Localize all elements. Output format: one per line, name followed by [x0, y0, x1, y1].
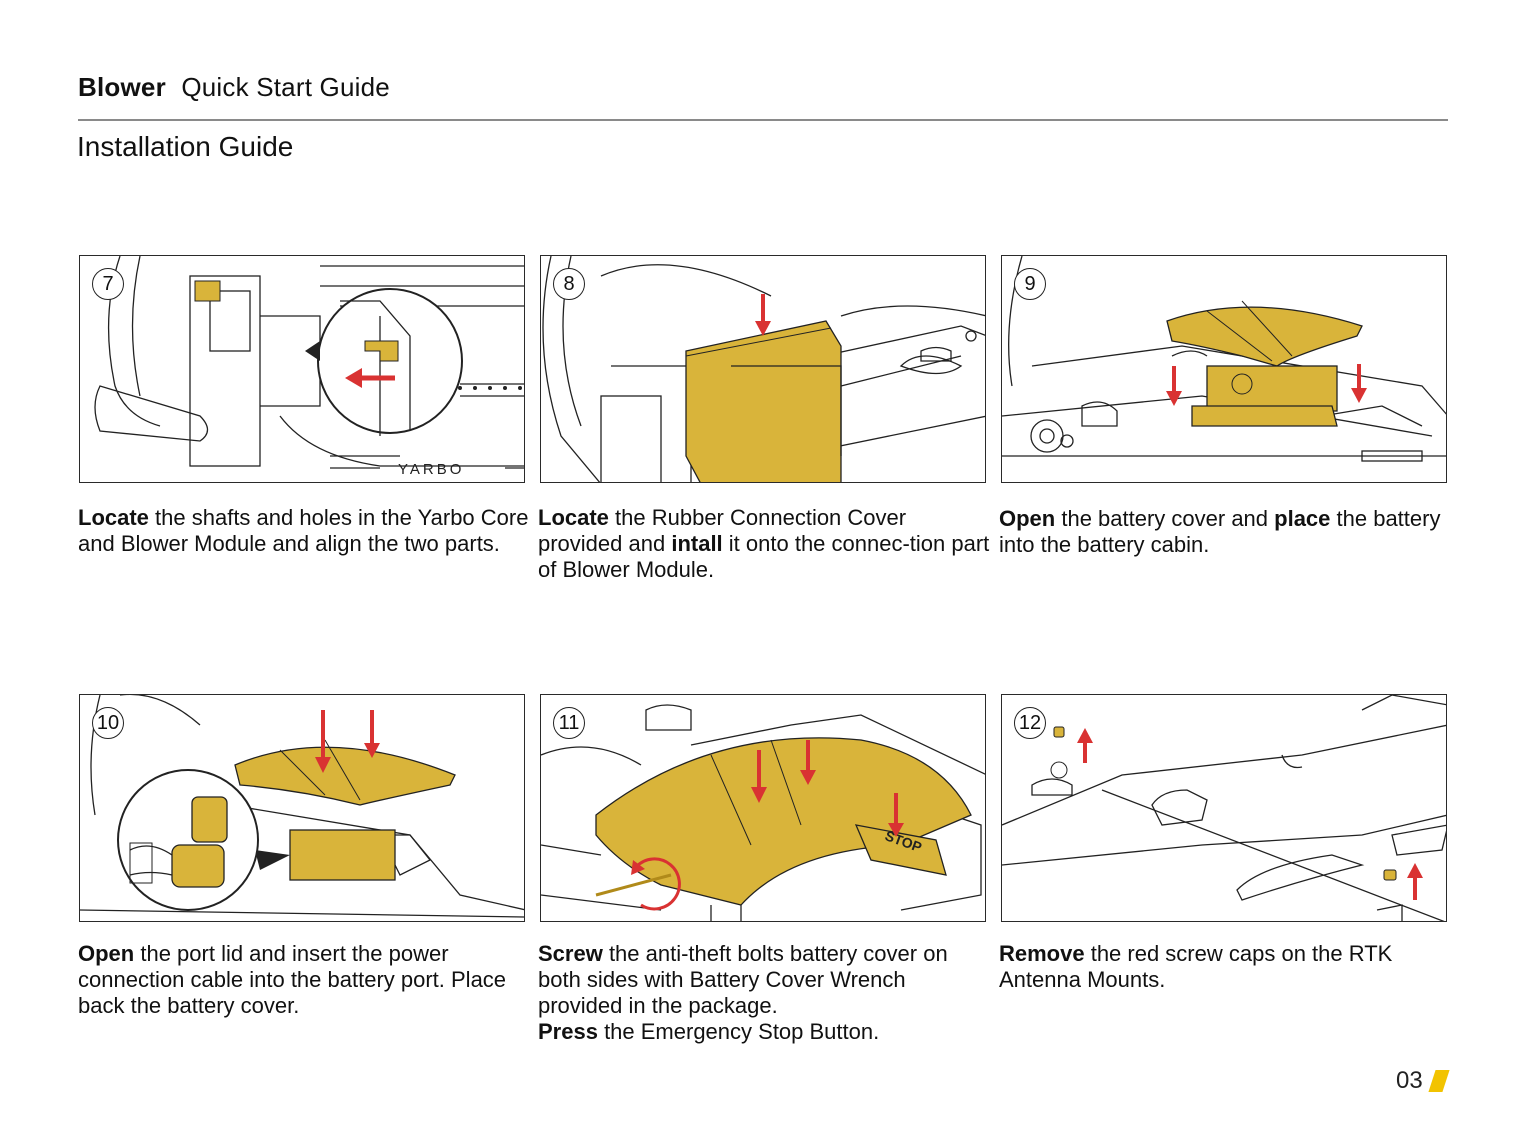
caption-emphasis: Screw — [538, 941, 603, 966]
document-header: Blower Quick Start Guide — [78, 72, 390, 103]
step-number-badge: 12 — [1014, 707, 1046, 739]
caption-emphasis: Remove — [999, 941, 1085, 966]
caption-emphasis: Locate — [78, 505, 149, 530]
header-divider — [78, 119, 1448, 121]
step-number-badge: 9 — [1014, 268, 1046, 300]
step-7-illustration: YARBO 7 — [79, 255, 525, 483]
caption-text: the anti-theft bolts battery cover on bo… — [538, 941, 948, 1018]
step-8-illustration: 8 — [540, 255, 986, 483]
caption-text: the battery cover and — [1055, 506, 1275, 531]
brand-name: Blower — [78, 72, 166, 102]
yarbo-logo-text: YARBO — [398, 461, 464, 478]
caption-text: the shafts and holes in the Yarbo Core a… — [78, 505, 529, 556]
caption-emphasis: Open — [78, 941, 135, 966]
step-12-illustration: 12 — [1001, 694, 1447, 922]
step-caption: Open the port lid and insert the power c… — [78, 941, 530, 1019]
caption-text: the battery into the battery cabin. — [999, 506, 1441, 557]
page-accent-mark — [1428, 1070, 1450, 1092]
section-title: Installation Guide — [77, 131, 294, 162]
caption-emphasis: Press — [538, 1019, 598, 1044]
caption-emphasis: place — [1274, 506, 1331, 531]
step-number-badge: 8 — [553, 268, 585, 300]
page-number: 03 — [1396, 1067, 1423, 1094]
step-caption: Locate the shafts and holes in the Yarbo… — [78, 505, 530, 557]
step-9-illustration: 9 — [1001, 255, 1447, 483]
step-caption: Locate the Rubber Connection Cover provi… — [538, 505, 990, 583]
step-caption: Open the battery cover and place the bat… — [999, 506, 1451, 558]
caption-text: the port lid and insert the power connec… — [78, 941, 507, 1018]
caption-text: it onto the connec-tion part of Blower M… — [538, 531, 990, 582]
step-10-illustration: 10 — [79, 694, 525, 922]
caption-emphasis: Locate — [538, 505, 609, 530]
caption-emphasis: Open — [999, 506, 1056, 531]
caption-text: the Rubber Connection Cover provided and — [538, 505, 907, 556]
step-11-illustration: STOP 11 — [540, 694, 986, 922]
guide-subtitle: Quick Start Guide — [181, 72, 390, 102]
step-number-badge: 10 — [92, 707, 124, 739]
caption-emphasis: intall — [671, 531, 723, 556]
step-number-badge: 11 — [553, 707, 585, 739]
step-number-badge: 7 — [92, 268, 124, 300]
step-caption: Screw the anti-theft bolts battery cover… — [538, 941, 990, 1045]
step-caption: Remove the red screw caps on the RTK Ant… — [999, 941, 1451, 993]
caption-text: the Emergency Stop Button. — [597, 1019, 880, 1044]
caption-text: the red screw caps on the RTK Antenna Mo… — [999, 941, 1393, 992]
